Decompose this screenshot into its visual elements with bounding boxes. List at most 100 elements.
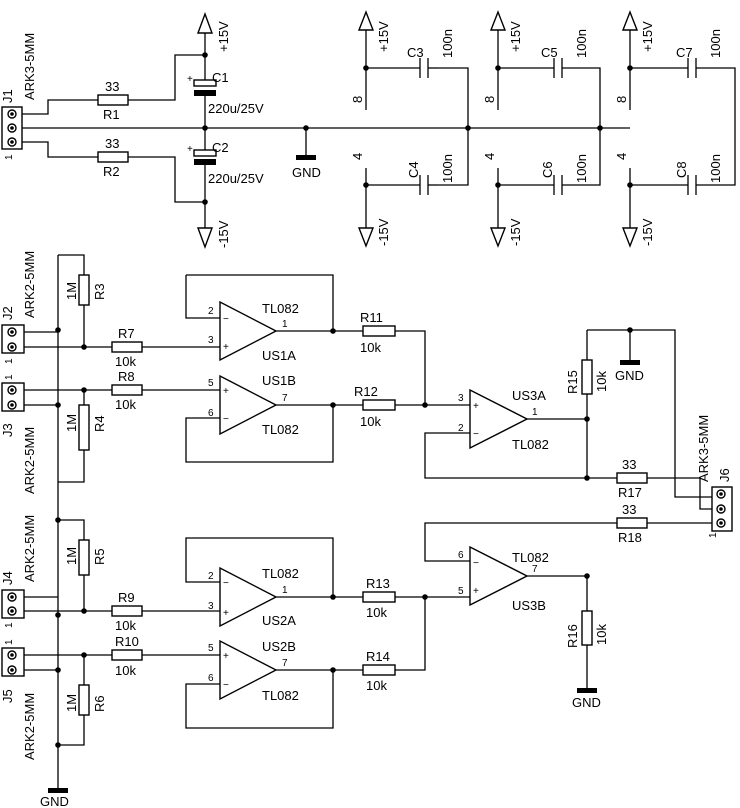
j1-pin1-label: 1 [4,154,15,160]
c6-value: 100n [574,154,589,183]
resistor-r11 [362,325,396,337]
c3-name: C3 [407,45,424,60]
connector-j3 [1,382,25,412]
signal-section: GND J2 ARK2-5MM 1 1M R3 R7 10k 1 J3 ARK2… [0,251,733,808]
connector-j1: J1 ARK3-5MM 1 [0,33,37,160]
us2a-name: US2A [262,613,296,628]
r7-name: R7 [118,326,135,341]
r5-name: R5 [92,548,107,565]
us3b-type: TL082 [512,550,549,565]
us2b-pin6: 6 [208,673,214,684]
r8-value: 10k [115,397,136,412]
r9-name: R9 [118,590,135,605]
j2-type-label: ARK2-5MM [22,251,37,318]
us1b-type: TL082 [262,422,299,437]
us3a-pin2: 2 [458,423,464,434]
c4-minus15v-label: -15V [376,218,391,246]
c4-value: 100n [440,154,455,183]
r11-name: R11 [360,310,383,325]
opamp-us2a: − + [219,566,278,628]
us3b-pin6: 6 [458,550,464,561]
r4-name: R4 [92,415,107,432]
us1a-pin2: 2 [208,306,214,317]
group2-pin4-label: 4 [482,153,497,160]
us3a-pin1: 1 [532,407,538,418]
us1a-name: US1A [262,348,296,363]
c1-name: C1 [212,70,229,85]
group1-pin8-label: 8 [350,96,365,103]
gnd-symbol-us3b [577,688,597,693]
us3a-name: US3A [512,388,546,403]
us1b-name: US1B [262,373,296,388]
j4-label: J4 [0,571,15,585]
j2-label: J2 [0,306,15,320]
resistor-r6 [78,684,90,716]
us1b-minus-sign: − [223,414,229,425]
opamp-us1a: − + [219,300,278,362]
capacitor-c1: + [187,74,217,96]
r4-value: 1M [64,414,79,432]
gnd-symbol-bottom-left [48,788,68,793]
c1-plus-sign: + [187,74,193,85]
us1b-pin5: 5 [208,378,214,389]
connector-j2 [1,324,25,354]
r16-value: 10k [594,624,609,645]
r3-value: 1M [64,282,79,300]
r15-value: 10k [594,371,609,392]
r18-value: 33 [622,502,636,517]
j6-label: J6 [717,468,732,482]
us2b-minus-sign: − [223,680,229,691]
us2a-pin1: 1 [282,585,288,596]
decoupling-group-2 [489,10,603,248]
r2-name: R2 [103,164,120,179]
c8-value: 100n [708,154,723,183]
resistor-r9 [111,605,143,617]
r12-name: R12 [354,384,378,399]
c7-value: 100n [708,29,723,58]
opamp-us1b: + − [219,374,278,436]
c7-plus15v-label: +15V [640,21,655,52]
r9-value: 10k [115,618,136,633]
plus15v-label: +15V [216,21,231,52]
us1a-type: TL082 [262,301,299,316]
r3-name: R3 [92,283,107,300]
resistor-r15 [581,359,593,395]
r6-name: R6 [92,695,107,712]
r13-value: 10k [366,605,387,620]
c2-plus-sign: + [187,144,193,155]
c5-name: C5 [541,45,558,60]
us2a-pin2: 2 [208,571,214,582]
c5-plus15v-label: +15V [508,21,523,52]
us3a-pin3: 3 [458,393,464,404]
opamp-us3a: + − [469,388,529,450]
resistor-r8 [111,384,143,396]
c7-name: C7 [676,45,693,60]
r1-value: 33 [105,79,119,94]
r1-name: R1 [103,107,120,122]
r10-value: 10k [115,663,136,678]
resistor-r14 [362,664,396,676]
us2b-plus-sign: + [223,651,229,662]
r16-name: R16 [565,624,580,648]
r17-value: 33 [622,457,636,472]
group1-pin4-label: 4 [350,153,365,160]
us3b-plus-sign: + [473,586,479,597]
us3b-pin5: 5 [458,586,464,597]
j5-label: J5 [0,689,15,703]
us2b-pin7: 7 [282,658,288,669]
resistor-r12 [362,399,396,411]
j6-pin1-label: 1 [708,532,719,538]
us3a-type: TL082 [512,437,549,452]
us1b-plus-sign: + [223,386,229,397]
j2-pin1-label: 1 [4,358,15,364]
us1a-minus-sign: − [223,314,229,325]
us2b-name: US2B [262,639,296,654]
group2-pin8-label: 8 [482,96,497,103]
connector-j4 [1,589,25,619]
resistor-r1 [97,94,129,106]
c6-name: C6 [540,161,555,178]
r6-value: 1M [64,694,79,712]
resistor-r16 [581,610,593,646]
r7-value: 10k [115,354,136,369]
gnd-label-top: GND [292,165,321,180]
